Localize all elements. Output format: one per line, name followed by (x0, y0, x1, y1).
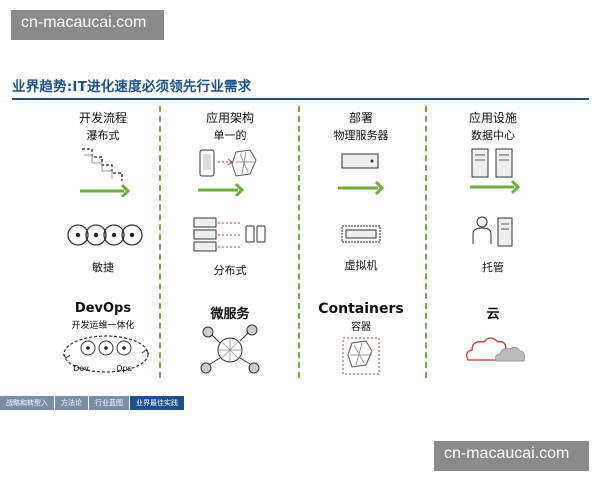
label-distributed: 分布式 (213, 264, 247, 277)
label-ops: Ops (116, 364, 132, 373)
label-containers-sub: 容器 (351, 322, 371, 333)
label-agile: 敏捷 (92, 261, 114, 274)
label-waterfall: 瀑布式 (86, 129, 120, 142)
label-devops: DevOps (74, 301, 132, 316)
nav-item-active[interactable]: 业界最佳实践 (130, 396, 184, 410)
column-header-app-architecture: 应用架构 (205, 111, 255, 125)
data-center-icon (470, 148, 521, 195)
monolithic-app-icon (198, 149, 257, 196)
column-divider (425, 106, 427, 378)
microservices-network-icon (200, 324, 260, 374)
label-physical-server: 物理服务器 (333, 129, 389, 142)
column-header-deployment: 部署 (348, 111, 374, 125)
cloud-icon (466, 337, 525, 362)
nav-item[interactable]: 战略和转型入 (0, 396, 54, 410)
label-hosting: 托管 (482, 261, 504, 274)
watermark-top: cn-macaucai.com (11, 10, 164, 40)
devops-cycle-icon (62, 335, 150, 373)
label-containers: Containers (318, 301, 404, 317)
label-microservices: 微服务 (210, 307, 250, 322)
slide-nav-strip: 战略和转型入 方法论 行业蓝图 业界最佳实践 (0, 396, 185, 410)
label-data-center: 数据中心 (471, 129, 515, 142)
column-header-dev-process: 开发流程 (78, 111, 128, 125)
hosting-icon (472, 216, 513, 247)
column-divider (298, 106, 300, 378)
container-icon (342, 337, 380, 375)
nav-item[interactable]: 方法论 (55, 396, 88, 410)
column-header-infrastructure: 应用设施 (468, 111, 518, 125)
label-virtual-machine: 虚拟机 (344, 259, 378, 272)
watermark-bottom: cn-macaucai.com (434, 441, 589, 471)
physical-server-icon (338, 153, 385, 196)
label-cloud: 云 (486, 307, 500, 322)
column-divider (159, 106, 161, 378)
label-monolithic: 单一的 (213, 129, 247, 142)
title-underline (12, 98, 589, 100)
label-dev: Dev (73, 364, 89, 373)
agile-cycles-icon (67, 224, 143, 246)
waterfall-stairs-icon (80, 148, 131, 197)
virtual-machine-icon (341, 225, 381, 243)
nav-item[interactable]: 行业蓝图 (89, 396, 129, 410)
distributed-servers-icon (193, 217, 266, 252)
label-devops-sub: 开发运维一体化 (71, 321, 135, 331)
slide-title: 业界趋势:IT进化速度必须领先行业需求 (12, 79, 252, 95)
